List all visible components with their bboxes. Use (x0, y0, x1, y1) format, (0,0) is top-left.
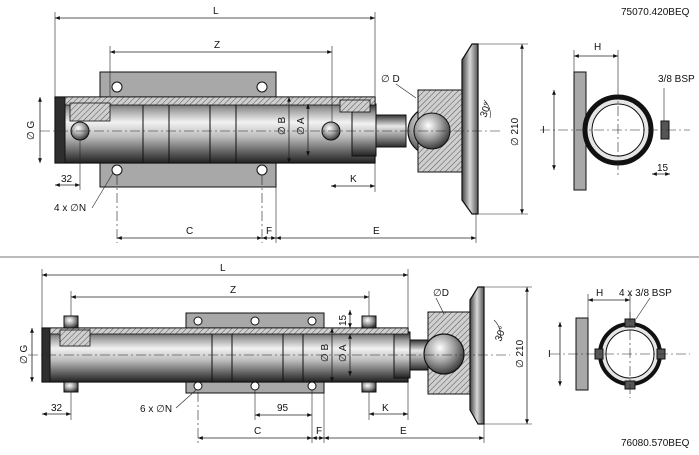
top-dim-K: K (350, 174, 357, 185)
top-dim-angle: 30° (478, 101, 494, 119)
top-dim-B: ∅ B (277, 117, 288, 135)
bottom-dim-210: ∅ 210 (515, 339, 526, 368)
bottom-foot-flange (469, 286, 485, 425)
bottom-drawing: L Z ∅ G ∅ B ∅ A 15 ∅D 30° ∅ 210 32 (19, 263, 690, 449)
bottom-section-cut (49, 327, 409, 335)
top-dim-L: L (213, 6, 219, 17)
bottom-dim-A: ∅ A (338, 344, 349, 362)
bottom-end-bsp: 4 x 3/8 BSP (619, 288, 672, 299)
top-dim-E: E (373, 226, 380, 237)
top-plate-holes (111, 81, 268, 176)
bottom-dim-32: 32 (51, 403, 63, 414)
bottom-end-view: I H 4 x 3/8 BSP (548, 288, 690, 398)
top-end-dim-H: H (594, 42, 601, 53)
bottom-dim-95: 95 (277, 403, 289, 414)
bottom-dim-B: ∅ B (320, 344, 331, 362)
top-dim-210: ∅ 210 (510, 117, 521, 146)
bottom-dim-E: E (400, 426, 407, 437)
top-dim-N: 4 x ∅N (54, 203, 86, 214)
bottom-ball-joint (423, 333, 465, 375)
top-end-dim-15: 15 (657, 163, 669, 174)
bottom-end-dim-I: I (548, 349, 551, 360)
top-dim-D: ∅ D (381, 74, 400, 85)
top-part-code: 75070.420BEQ (621, 7, 690, 18)
top-dim-C: C (186, 226, 193, 237)
bottom-dim-D: ∅D (433, 288, 449, 299)
top-dim-F: F (266, 226, 272, 237)
top-section-cut (64, 96, 376, 106)
top-end-dim-I: I (542, 125, 545, 136)
top-foot-flange (461, 43, 479, 215)
top-dim-G: ∅ G (26, 121, 37, 140)
top-end-bsp: 3/8 BSP (658, 74, 695, 85)
bottom-dim-angle: 30° (493, 325, 509, 343)
bottom-dim-G: ∅ G (19, 345, 30, 364)
bottom-dim-L: L (220, 263, 226, 274)
bottom-end-dim-H: H (596, 288, 603, 299)
top-drawing: L Z ∅ G ∅ B ∅ A ∅ D 30° ∅ 210 32 K (26, 6, 695, 243)
bottom-dim-C: C (254, 426, 261, 437)
top-dim-32: 32 (61, 174, 73, 185)
bottom-dim-F: F (316, 426, 322, 437)
bottom-dim-N: 6 x ∅N (140, 404, 172, 415)
bottom-dim-K: K (382, 403, 389, 414)
bottom-part-code: 76080.570BEQ (621, 438, 690, 449)
top-dim-Z: Z (214, 40, 220, 51)
top-end-view: I H 3/8 BSP 15 (540, 42, 695, 191)
bottom-dim-15: 15 (338, 314, 349, 326)
top-dim-A: ∅ A (296, 117, 307, 135)
bottom-dim-Z: Z (230, 285, 236, 296)
